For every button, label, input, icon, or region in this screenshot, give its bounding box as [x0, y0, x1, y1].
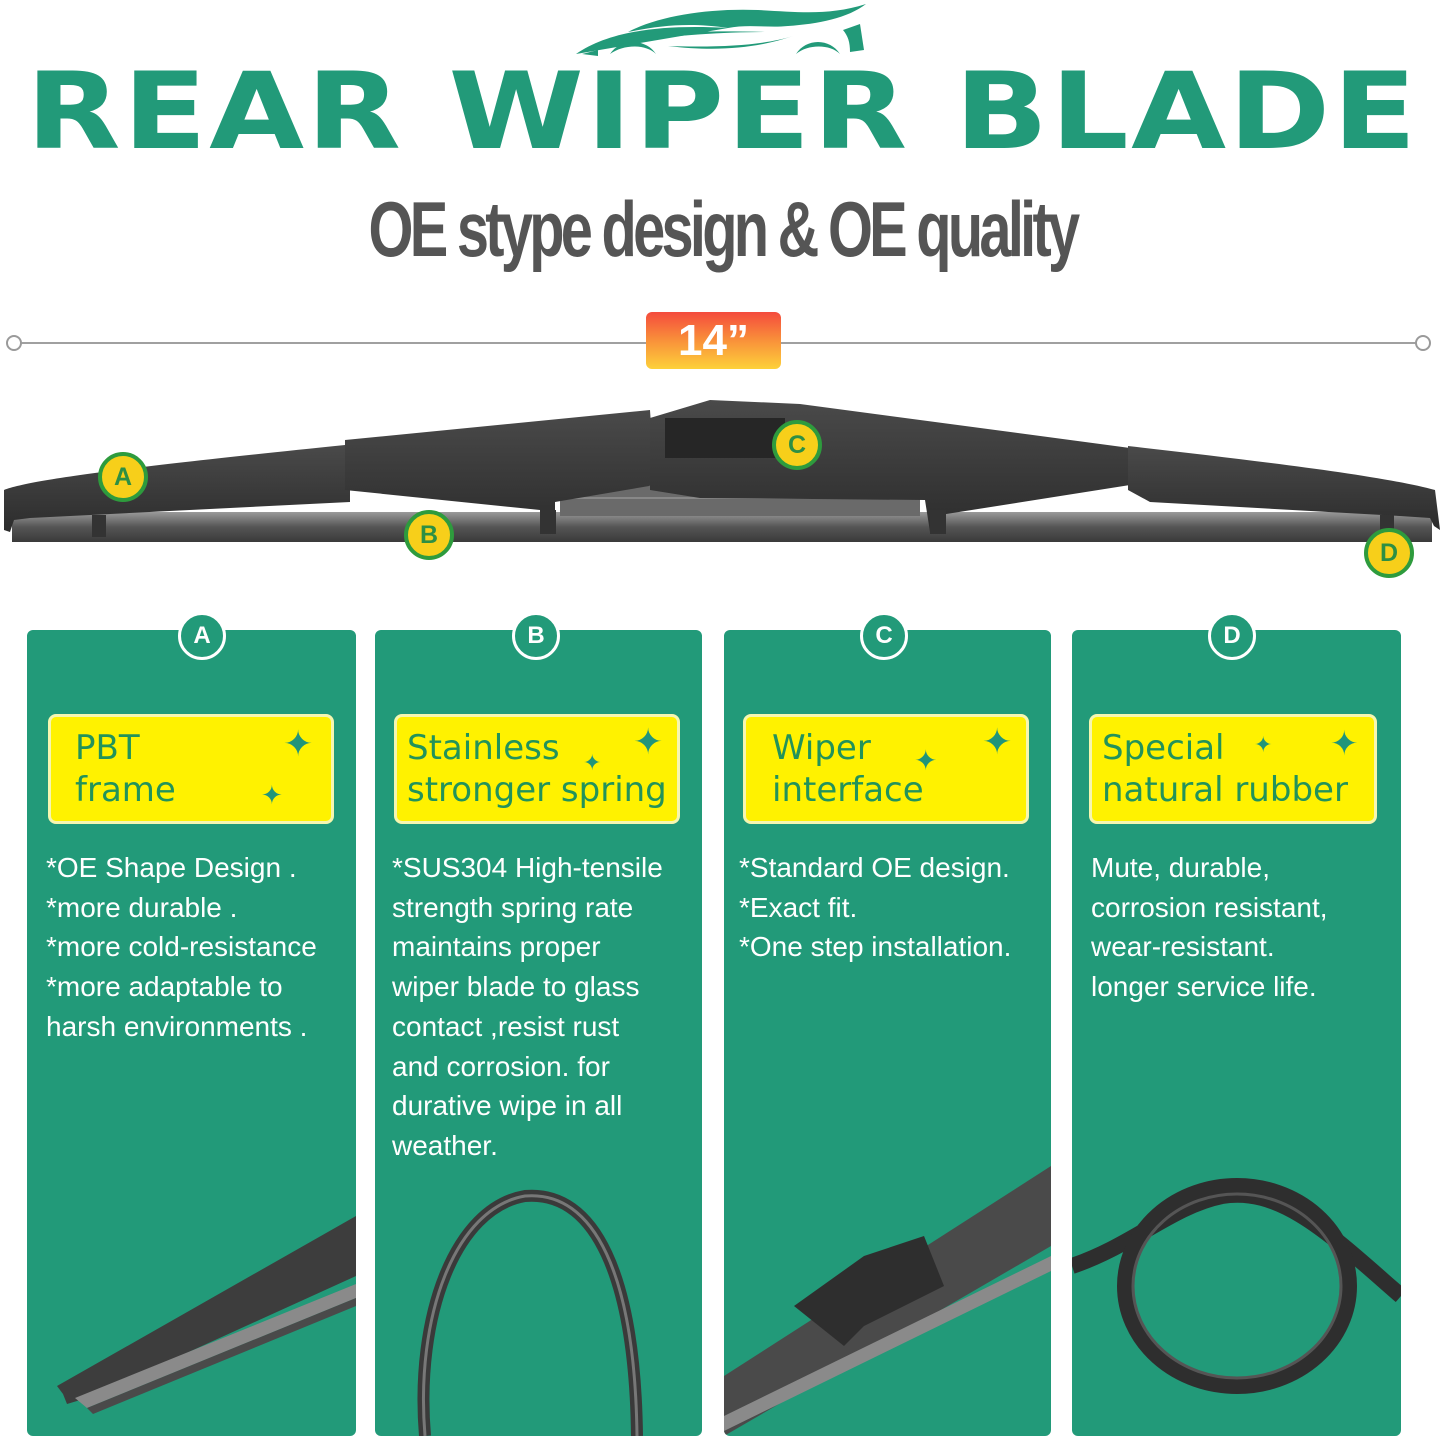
feature-card-c: Wiper interface ✦ ✦ *Standard OE design.…: [724, 630, 1051, 1436]
feature-description: *Standard OE design. *Exact fit. *One st…: [739, 848, 1011, 967]
feature-card-d: Special natural rubber ✦ ✦ Mute, durable…: [1072, 630, 1401, 1436]
description-line: *Exact fit.: [739, 891, 858, 923]
sparkle-icon: ✦: [633, 722, 664, 763]
description-line: durative wipe in all: [392, 1090, 623, 1122]
description-line: strength spring rate: [392, 891, 634, 923]
feature-title-line: Wiper: [772, 728, 871, 768]
sparkle-icon: ✦: [982, 722, 1013, 763]
description-line: harsh environments .: [46, 1010, 308, 1042]
blade-marker-b: B: [404, 510, 454, 560]
card-d-letter-badge: D: [1208, 612, 1256, 660]
feature-title-line: frame: [75, 770, 176, 810]
description-line: *SUS304 High-tensile: [392, 852, 663, 883]
feature-title-line: natural rubber: [1102, 770, 1348, 810]
description-line: and corrosion. for: [392, 1050, 610, 1082]
card-a-letter-badge: A: [178, 612, 226, 660]
wiper-blade-icon: [4, 400, 1440, 542]
description-line: maintains proper: [392, 931, 601, 963]
feature-title-line: interface: [772, 770, 924, 810]
description-line: longer service life.: [1091, 971, 1317, 1003]
wiper-interface-image: [724, 1166, 1051, 1436]
feature-description: *OE Shape Design . *more durable . *more…: [46, 848, 317, 1047]
feature-description: *SUS304 High-tensile strength spring rat…: [392, 848, 663, 1166]
feature-title-box: Stainless stronger spring ✦ ✦: [394, 714, 680, 824]
description-line: *OE Shape Design .: [46, 852, 297, 883]
size-badge: 14”: [646, 312, 781, 369]
description-line: Mute, durable,: [1091, 852, 1270, 883]
description-line: *One step installation.: [739, 931, 1012, 963]
rubber-knot-image: [1072, 1178, 1401, 1394]
feature-card-a: PBT frame ✦ ✦ *OE Shape Design . *more d…: [27, 630, 356, 1436]
feature-title-line: Special: [1102, 728, 1225, 768]
blade-marker-a: A: [98, 452, 148, 502]
sparkle-icon: ✦: [914, 744, 938, 777]
description-line: corrosion resistant,: [1091, 891, 1328, 923]
description-line: wear-resistant.: [1091, 931, 1275, 963]
feature-description: Mute, durable, corrosion resistant, wear…: [1091, 848, 1328, 1007]
feature-title-line: stronger spring: [407, 770, 667, 810]
feature-title-box: Wiper interface ✦ ✦: [743, 714, 1029, 824]
description-line: contact ,resist rust: [392, 1010, 620, 1042]
feature-title-box: PBT frame ✦ ✦: [48, 714, 334, 824]
blade-marker-d: D: [1364, 528, 1414, 578]
wiper-blade-image: [0, 390, 1445, 590]
card-c-letter-badge: C: [860, 612, 908, 660]
ruler-end-left-icon: [6, 335, 22, 351]
description-line: *more adaptable to: [46, 971, 283, 1003]
card-b-letter-badge: B: [512, 612, 560, 660]
feature-title-line: Stainless: [407, 728, 560, 768]
page-title: REAR WIPER BLADE: [26, 48, 1419, 174]
blade-marker-c: C: [772, 420, 822, 470]
sparkle-icon: ✦: [283, 724, 314, 765]
description-line: *more durable .: [46, 891, 238, 923]
feature-title-line: PBT: [75, 728, 140, 768]
sparkle-icon: ✦: [1330, 724, 1359, 764]
sparkle-icon: ✦: [1254, 733, 1273, 758]
description-line: weather.: [392, 1129, 498, 1161]
description-line: wiper blade to glass: [392, 971, 640, 1003]
sparkle-icon: ✦: [583, 751, 602, 776]
feature-title-box: Special natural rubber ✦ ✦: [1089, 714, 1377, 824]
steel-spring-image: [417, 1189, 643, 1436]
car-silhouette-icon: [576, 4, 866, 56]
feature-card-b: Stainless stronger spring ✦ ✦ *SUS304 Hi…: [375, 630, 702, 1436]
description-line: *Standard OE design.: [739, 852, 1010, 883]
description-line: *more cold-resistance: [46, 931, 317, 963]
wiper-end-closeup-image: [57, 1216, 356, 1414]
page-subtitle: OE stype design & OE quality: [368, 185, 1081, 273]
ruler-end-right-icon: [1415, 335, 1431, 351]
sparkle-icon: ✦: [261, 781, 283, 811]
